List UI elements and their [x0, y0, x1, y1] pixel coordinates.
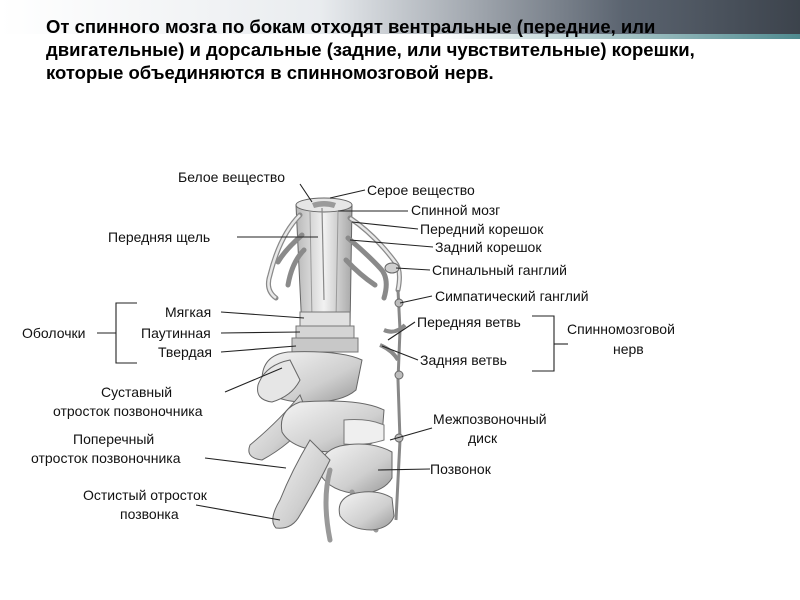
label-articular-line2: отросток позвоночника	[53, 403, 203, 419]
title-bar-accent	[0, 34, 800, 39]
leader-lines	[97, 183, 568, 521]
spinous-process	[272, 439, 331, 529]
label-spinous-line1: Остистый отросток	[83, 487, 208, 503]
label-pia: Мягкая	[165, 304, 211, 320]
sympathetic-chain	[394, 289, 402, 521]
articular-process-1	[257, 359, 301, 403]
label-spinal-ganglion: Спинальный ганглий	[432, 262, 567, 278]
label-dura: Твердая	[158, 344, 212, 360]
label-anterior-fissure: Передняя щель	[108, 229, 210, 245]
pia-shape	[299, 311, 351, 327]
label-posterior-root: Задний корешок	[435, 239, 542, 255]
spinal-cord-shape	[295, 204, 353, 331]
label-anterior-root: Передний корешок	[420, 221, 544, 237]
gray-matter-shape	[312, 201, 336, 208]
slide-heading: От спинного мозга по бокам отходят вентр…	[46, 16, 695, 83]
label-spinal-cord: Спинной мозг	[411, 202, 500, 218]
vertebra-body-4	[338, 491, 395, 531]
label-transverse-line2: отросток позвоночника	[31, 450, 181, 466]
dura-shape	[291, 337, 359, 353]
slide-title-bar	[0, 0, 800, 39]
arachnoid-shape	[295, 325, 355, 339]
label-gray-matter: Серое вещество	[367, 182, 475, 198]
label-spinal-nerve-line2: нерв	[613, 341, 644, 357]
label-transverse-line1: Поперечный	[73, 431, 154, 447]
label-spinal-nerve-line1: Спинномозговой	[567, 321, 675, 337]
label-articular-line1: Суставный	[101, 384, 172, 400]
label-anterior-branch: Передняя ветвь	[417, 314, 521, 330]
diagram-labels: Белое вещество Серое вещество Спинной мо…	[22, 169, 675, 522]
label-spinous-line2: позвонка	[120, 506, 179, 522]
anatomy-illustration	[248, 197, 407, 543]
label-posterior-branch: Задняя ветвь	[420, 352, 507, 368]
label-membranes: Оболочки	[22, 325, 85, 341]
label-arachnoid: Паутинная	[141, 325, 211, 341]
anterior-fissure-shape	[321, 207, 325, 301]
label-white-matter: Белое вещество	[178, 169, 285, 185]
label-vertebra: Позвонок	[430, 461, 492, 477]
label-sympathetic-ganglion: Симпатический ганглий	[435, 288, 589, 304]
label-disc-line1: Межпозвоночный	[433, 411, 547, 427]
label-disc-line2: диск	[468, 430, 498, 446]
intervertebral-disc-1	[343, 419, 385, 445]
